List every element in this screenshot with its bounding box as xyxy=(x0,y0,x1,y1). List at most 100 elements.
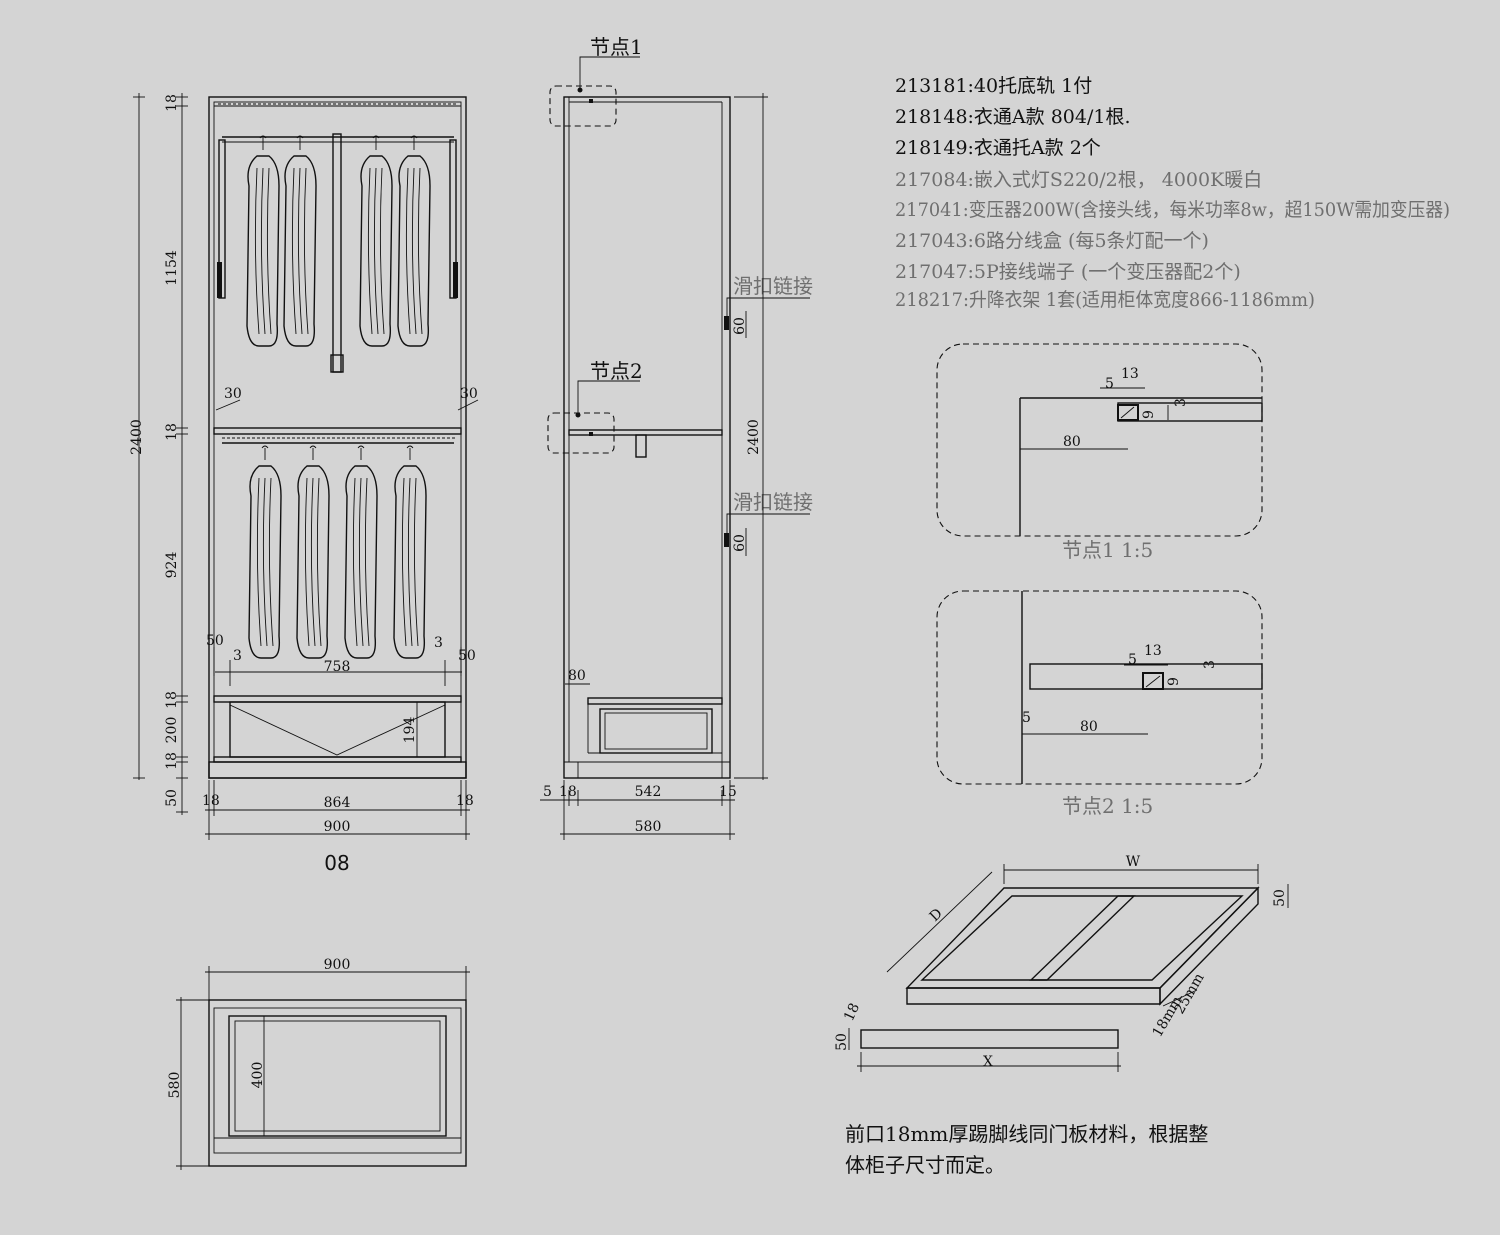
spec-line: 217047:5P接线端子 (一个变压器配2个) xyxy=(895,261,1241,283)
garment-bag xyxy=(393,445,427,659)
node2-leader xyxy=(577,380,640,415)
node2-detail: 5 13 3 9 80 5 节点2 1:5 xyxy=(936,590,1263,818)
frame-middle-bar xyxy=(1029,895,1136,981)
dim-label: 900 xyxy=(324,819,351,835)
spec-line: 217043:6路分线盒 (每5条灯配一个) xyxy=(895,230,1209,252)
dim-label: 5 xyxy=(1022,710,1031,726)
plinth xyxy=(208,761,467,779)
node1-detail: 5 13 3 9 80 节点1 1:5 xyxy=(936,343,1263,562)
node1-callout xyxy=(549,85,617,127)
node1-title: 节点1 1:5 xyxy=(1062,538,1153,562)
dim-label: 18 xyxy=(841,1001,863,1024)
node2-led xyxy=(1142,672,1164,690)
node1-mark xyxy=(589,99,593,103)
garment-bag xyxy=(248,445,282,659)
dim-label: 13 xyxy=(1144,643,1162,659)
note-line: 体柜子尺寸而定。 xyxy=(845,1153,1005,1177)
hinge-label: 滑扣链接 xyxy=(733,490,813,514)
note-line: 前口18mm厚踢脚线同门板材料，根据整 xyxy=(845,1122,1208,1146)
dim-label: 400 xyxy=(250,1062,266,1089)
spec-line: 218217:升降衣架 1套(适用柜体宽度866-1186mm) xyxy=(895,289,1315,311)
drawer-opening-mark xyxy=(229,704,446,756)
dim-label: 2400 xyxy=(746,419,762,455)
dim-label: 18 xyxy=(559,784,577,800)
dim-label: 3 xyxy=(434,635,443,651)
dim-label: 194 xyxy=(402,717,418,744)
frame-w-label: W xyxy=(1126,854,1141,870)
dim-label: 5 xyxy=(543,784,552,800)
plan-drawer-inner xyxy=(234,1020,441,1132)
dim-label: 3 xyxy=(233,648,242,664)
dim-label: 13 xyxy=(1121,366,1139,382)
side-view: 节点1 节点2 滑扣链接 60 滑扣链接 60 2400 80 xyxy=(540,35,813,840)
dim-ticks-left xyxy=(133,96,188,813)
frame-bottom-face xyxy=(906,987,1161,1005)
node1-leader xyxy=(579,56,640,90)
spec-line: 218148:衣通A款 804/1根. xyxy=(895,106,1131,128)
dim-label: 580 xyxy=(167,1072,183,1099)
garment-bag xyxy=(283,135,317,347)
spec-list: 213181:40托底轨 1付 218148:衣通A款 804/1根. 2181… xyxy=(895,75,1450,311)
garment-bag xyxy=(246,135,280,347)
frame-d-label: D xyxy=(927,906,946,925)
dim-label: 50 xyxy=(1272,889,1288,907)
dim-label: 900 xyxy=(324,957,351,973)
cabinet-outline xyxy=(208,96,467,779)
frame-inner xyxy=(920,895,1244,981)
garment-bag xyxy=(397,135,431,347)
dim-label: 18 xyxy=(164,691,180,709)
dim-label: 9 xyxy=(1166,677,1182,686)
dim-label: 80 xyxy=(568,668,586,684)
node1-led xyxy=(1117,404,1139,421)
mid-shelf xyxy=(213,427,462,435)
hinge-leader xyxy=(726,297,810,316)
node2-mark xyxy=(589,432,593,436)
hinge-connector xyxy=(724,316,729,330)
dim-label: 18 xyxy=(164,94,180,112)
side-lift-handle xyxy=(635,434,647,458)
node2-shelf xyxy=(1029,663,1263,690)
dim-label: 5 xyxy=(1128,652,1137,668)
dim-label: 1154 xyxy=(164,250,180,286)
node2-frame xyxy=(936,590,1263,785)
hinge-leader xyxy=(726,513,810,533)
dim-label: 80 xyxy=(1080,719,1098,735)
dim-label: 50 xyxy=(834,1033,850,1051)
front-view: 18 1154 18 2400 924 18 200 18 50 30 30 5… xyxy=(129,93,479,875)
dim-label: 50 xyxy=(206,633,224,649)
dim-line xyxy=(886,871,993,973)
dim-label: 18 xyxy=(456,793,474,809)
side-drawer-inner xyxy=(604,712,708,750)
dim-label: 542 xyxy=(635,784,662,800)
node2-title: 节点2 1:5 xyxy=(1062,794,1153,818)
plan-outline xyxy=(208,999,467,1167)
side-drawer-top xyxy=(587,697,723,705)
spec-line: 217041:变压器200W(含接头线，每米功率8w，超150W需加变压器) xyxy=(895,199,1450,221)
plan-carcass xyxy=(213,1007,462,1154)
node2-led-mark xyxy=(1145,675,1161,688)
lift-bracket-left xyxy=(217,262,222,298)
dim-label: 60 xyxy=(732,317,748,335)
node1-rail xyxy=(1117,402,1263,422)
garment-bag xyxy=(344,445,378,659)
dim-line xyxy=(457,399,479,411)
dim-line xyxy=(1162,989,1198,1007)
dim-label: 30 xyxy=(224,386,242,402)
dim-label: 50 xyxy=(164,789,180,807)
lift-bracket-right xyxy=(453,262,458,298)
dim-label: 200 xyxy=(164,717,180,744)
dim-label: 15 xyxy=(719,784,737,800)
dim-label: 924 xyxy=(164,552,180,579)
dim-label: 2400 xyxy=(129,419,145,455)
lift-handle xyxy=(332,133,342,373)
dim-label: 5 xyxy=(1105,376,1114,392)
dim-label: 3 xyxy=(1202,660,1218,669)
dim-label: 50 xyxy=(458,648,476,664)
plinth-frame: W D 50 18mm 25mm X 50 18 xyxy=(834,854,1289,1072)
drawer-shelf xyxy=(213,695,462,703)
loose-beam xyxy=(860,1029,1119,1049)
node1-led-mark xyxy=(1120,406,1135,419)
node2-label: 节点2 xyxy=(590,359,643,383)
dim-label: 18 xyxy=(164,752,180,770)
